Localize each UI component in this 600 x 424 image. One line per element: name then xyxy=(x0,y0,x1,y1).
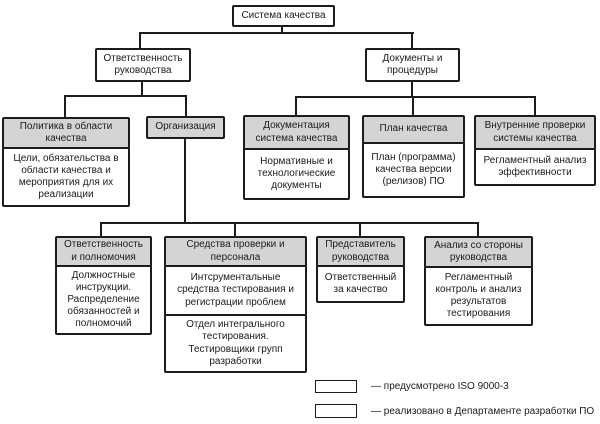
node-responsibility-header: Ответственность и полномочия xyxy=(55,236,152,267)
connector xyxy=(64,95,187,97)
node-organization-header: Организация xyxy=(146,116,225,139)
connector xyxy=(64,95,66,117)
legend-gray-label: — предусмотрено ISO 9000-3 xyxy=(371,381,509,392)
legend-white-label: — реализовано в Департаменте разработки … xyxy=(371,405,595,417)
node-documents-procedures: Документы и процедуры xyxy=(365,48,460,82)
node-verification-body2: Отдел интегрального тестирования. Тестир… xyxy=(164,314,307,373)
node-quality-plan-header: План качества xyxy=(362,115,465,144)
connector xyxy=(141,82,143,96)
connector xyxy=(100,222,479,224)
node-verification-header: Средства проверки и персонала xyxy=(164,236,307,267)
node-representative-header: Представитель руководства xyxy=(316,236,405,267)
connector xyxy=(234,222,236,236)
node-documentation-header: Документация система качества xyxy=(243,115,350,150)
connector xyxy=(477,222,479,236)
node-verification-body1: Интсрументальные средства тестирования и… xyxy=(164,265,307,316)
connector xyxy=(411,32,413,48)
node-analysis-header: Анализ со стороны руководства xyxy=(424,236,533,268)
connector xyxy=(359,222,361,236)
node-representative-body: Ответственный за качество xyxy=(316,265,405,303)
connector xyxy=(100,222,102,236)
node-quality-system: Система качества xyxy=(232,5,335,27)
connector xyxy=(184,139,186,223)
node-policy-header: Политика в области качества xyxy=(2,117,130,149)
node-responsibility-body: Должностные инструкции. Распределение об… xyxy=(55,265,152,335)
connector xyxy=(185,95,187,116)
connector xyxy=(411,82,413,97)
node-quality-plan-body: План (программа) качества версии (релизо… xyxy=(362,142,465,198)
legend-white-swatch xyxy=(315,404,357,418)
node-policy-body: Цели, обязательства в области качества и… xyxy=(2,147,130,207)
connector xyxy=(139,32,141,48)
connector xyxy=(412,96,414,115)
connector xyxy=(534,96,536,115)
legend-gray-swatch xyxy=(315,380,357,393)
node-analysis-body: Регламентный контроль и анализ результат… xyxy=(424,266,533,326)
connector xyxy=(295,96,297,115)
connector xyxy=(295,96,536,98)
node-internal-checks-body: Регламентный анализ эффективности xyxy=(474,148,596,186)
node-management-responsibility: Ответственность руководства xyxy=(95,48,191,82)
node-documentation-body: Нормативные и технологические документы xyxy=(243,148,350,200)
node-internal-checks-header: Внутренние проверки системы качества xyxy=(474,115,596,150)
connector xyxy=(281,26,283,34)
connector xyxy=(139,32,414,34)
